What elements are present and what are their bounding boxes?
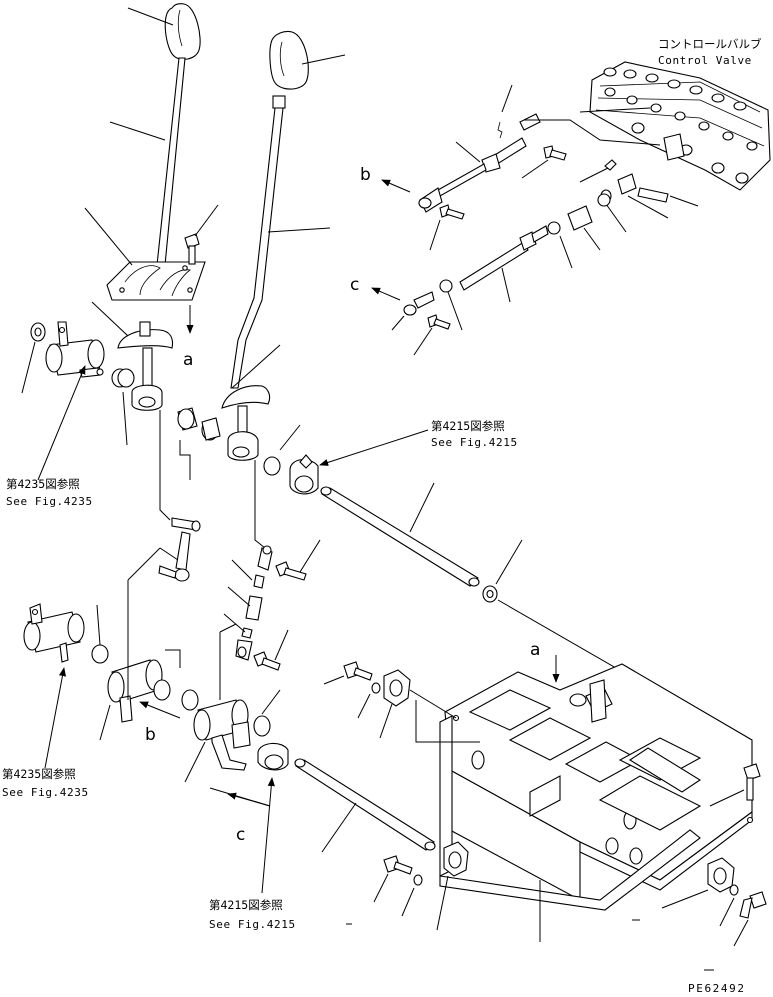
drawing-code: PE62492	[688, 982, 746, 995]
lever-plate-left	[106, 261, 206, 301]
lever-rod-left	[156, 57, 186, 266]
control-valve	[589, 61, 771, 191]
right-lever	[221, 30, 309, 461]
console-frame	[439, 663, 754, 911]
shaft-bottom	[294, 758, 436, 853]
left-lever	[106, 3, 206, 411]
bearing-flange-bottom	[436, 841, 469, 931]
bolt-left-plate	[184, 204, 219, 265]
turnbuckle-middle	[235, 545, 273, 661]
bolt-middle-1	[275, 539, 321, 581]
lever-knob-right	[269, 30, 309, 90]
bolt-frame-bottom-right	[719, 884, 767, 947]
lever-boot-right	[221, 385, 271, 409]
callout-a-frame: a	[530, 640, 540, 660]
link-rod-left	[158, 517, 201, 582]
bushings-bottom-pair	[153, 679, 199, 711]
bearing-flange-right	[661, 857, 735, 909]
shaft-top	[320, 482, 480, 587]
lever-bracket-bottom	[107, 547, 163, 723]
ref-label-en-2: See Fig.4235	[2, 786, 89, 799]
bolt-middle-2	[253, 629, 289, 671]
callout-c-top: c	[350, 275, 359, 295]
lever-rod-right	[230, 107, 284, 389]
bushing-top-left	[111, 368, 135, 446]
bearing-cup-bottom	[257, 742, 289, 771]
callout-c-bottom: c	[236, 825, 245, 845]
bushing-bottom-right	[253, 715, 271, 737]
ref-label-jp-1: 第4235図参照	[6, 477, 80, 491]
bracket-tube-bottom-left	[23, 603, 85, 663]
callout-a-top: a	[183, 350, 193, 370]
bushing-bottom-left	[91, 644, 109, 664]
bushings-middle	[177, 407, 221, 480]
bushings-right	[263, 424, 319, 495]
ref-label-jp-3: 第4215図参照	[209, 898, 283, 912]
bolt-frame-top	[323, 661, 381, 719]
lever-pivot-bottom	[193, 623, 251, 771]
lever-knob-left	[164, 3, 201, 60]
bolt-rod-2	[521, 145, 567, 179]
control-valve-label-en: Control Valve	[658, 54, 752, 67]
clevis-c-top	[403, 291, 451, 330]
nuts-near-valve	[579, 159, 699, 233]
bolt-frame-bottom	[373, 855, 423, 917]
control-valve-label-jp: コントロールバルブ	[658, 37, 762, 51]
ref-label-en-0: See Fig.4215	[431, 436, 518, 449]
ref-label-en-3: See Fig.4215	[209, 918, 296, 931]
link-rod-valve	[418, 113, 541, 213]
ref-label-jp-2: 第4235図参照	[2, 767, 76, 781]
callout-b-bottom: b	[145, 725, 156, 745]
ref-label-jp-0: 第4215図参照	[431, 419, 505, 433]
lever-boot-left	[117, 329, 174, 349]
link-rod-second	[439, 193, 611, 293]
bolt-frame-right	[709, 763, 761, 807]
callout-b-top: b	[360, 165, 371, 185]
ref-label-en-1: See Fig.4235	[6, 495, 93, 508]
bolt-rod-1	[429, 204, 465, 251]
bearing-flange-top	[379, 669, 411, 739]
bracket-tube-top-left	[45, 321, 105, 378]
